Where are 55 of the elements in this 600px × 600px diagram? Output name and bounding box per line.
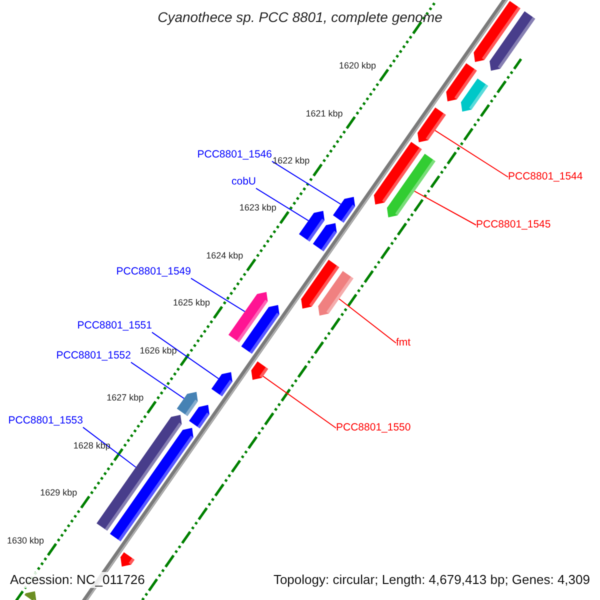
leader-line	[262, 376, 336, 428]
gene-feature	[301, 260, 340, 309]
scale-label: 1625 kbp	[172, 298, 210, 309]
genome-info-text: Topology: circular; Length: 4,679,413 bp; Genes: 4,309	[271, 572, 592, 588]
leader-line	[82, 426, 136, 468]
gene-feature	[176, 392, 198, 416]
leader-line	[338, 298, 396, 344]
scale-label: 1623 kbp	[239, 203, 276, 214]
gene-feature	[241, 305, 280, 354]
gene-feature	[312, 223, 337, 252]
gene-feature	[332, 196, 356, 223]
leader-line	[130, 362, 185, 399]
gene-feature	[298, 210, 325, 242]
scale-label: 1627 kbp	[106, 392, 144, 404]
gene-label: PCC8801_1549	[116, 266, 191, 278]
scale-label: 1630 kbp	[6, 535, 44, 546]
gene-feature	[24, 591, 36, 600]
gene-feature	[120, 552, 135, 567]
gene-feature	[418, 107, 446, 142]
scale-label: 1620 kbp	[338, 60, 376, 72]
gene-feature	[96, 414, 182, 531]
gene-feature	[446, 63, 477, 102]
gene-label: PCC8801_1545	[476, 218, 551, 232]
gene-feature	[460, 78, 488, 112]
gene-label: cobU	[231, 176, 256, 188]
scale-label: 1629 kbp	[40, 488, 78, 498]
gene-feature	[318, 270, 354, 316]
gene-feature	[211, 372, 232, 396]
leader-line	[152, 332, 220, 380]
gene-feature	[228, 292, 268, 342]
gene-label: PCC8801_1544	[508, 170, 583, 184]
scale-label: 1621 kbp	[306, 108, 343, 120]
gene-feature	[189, 404, 210, 428]
gene-label: PCC8801_1546	[197, 148, 272, 162]
gene-label: fmt	[396, 336, 411, 350]
scale-label: 1622 kbp	[272, 156, 310, 166]
title: Cyanothece sp. PCC 8801, complete genome	[158, 9, 442, 26]
leader-line	[190, 278, 246, 312]
gene-feature	[386, 154, 436, 218]
gene-feature	[474, 0, 520, 62]
scale-label: 1624 kbp	[206, 250, 244, 262]
leader-line	[414, 190, 476, 226]
leader-line	[272, 160, 342, 205]
gene-feature	[110, 428, 194, 542]
scale-label: 1626 kbp	[140, 345, 177, 356]
gene-label: PCC8801_1551	[77, 320, 152, 332]
gene-feature	[251, 361, 268, 380]
gene-label: PCC8801_1553	[8, 414, 83, 428]
gene-feature	[490, 11, 536, 71]
gene-label: PCC8801_1552	[56, 350, 131, 362]
gene-feature	[374, 142, 422, 205]
leader-line	[256, 188, 309, 222]
accession-text: Accession: NC_011726	[8, 572, 147, 588]
leader-line	[434, 130, 508, 178]
gene-label: PCC8801_1550	[336, 422, 411, 434]
